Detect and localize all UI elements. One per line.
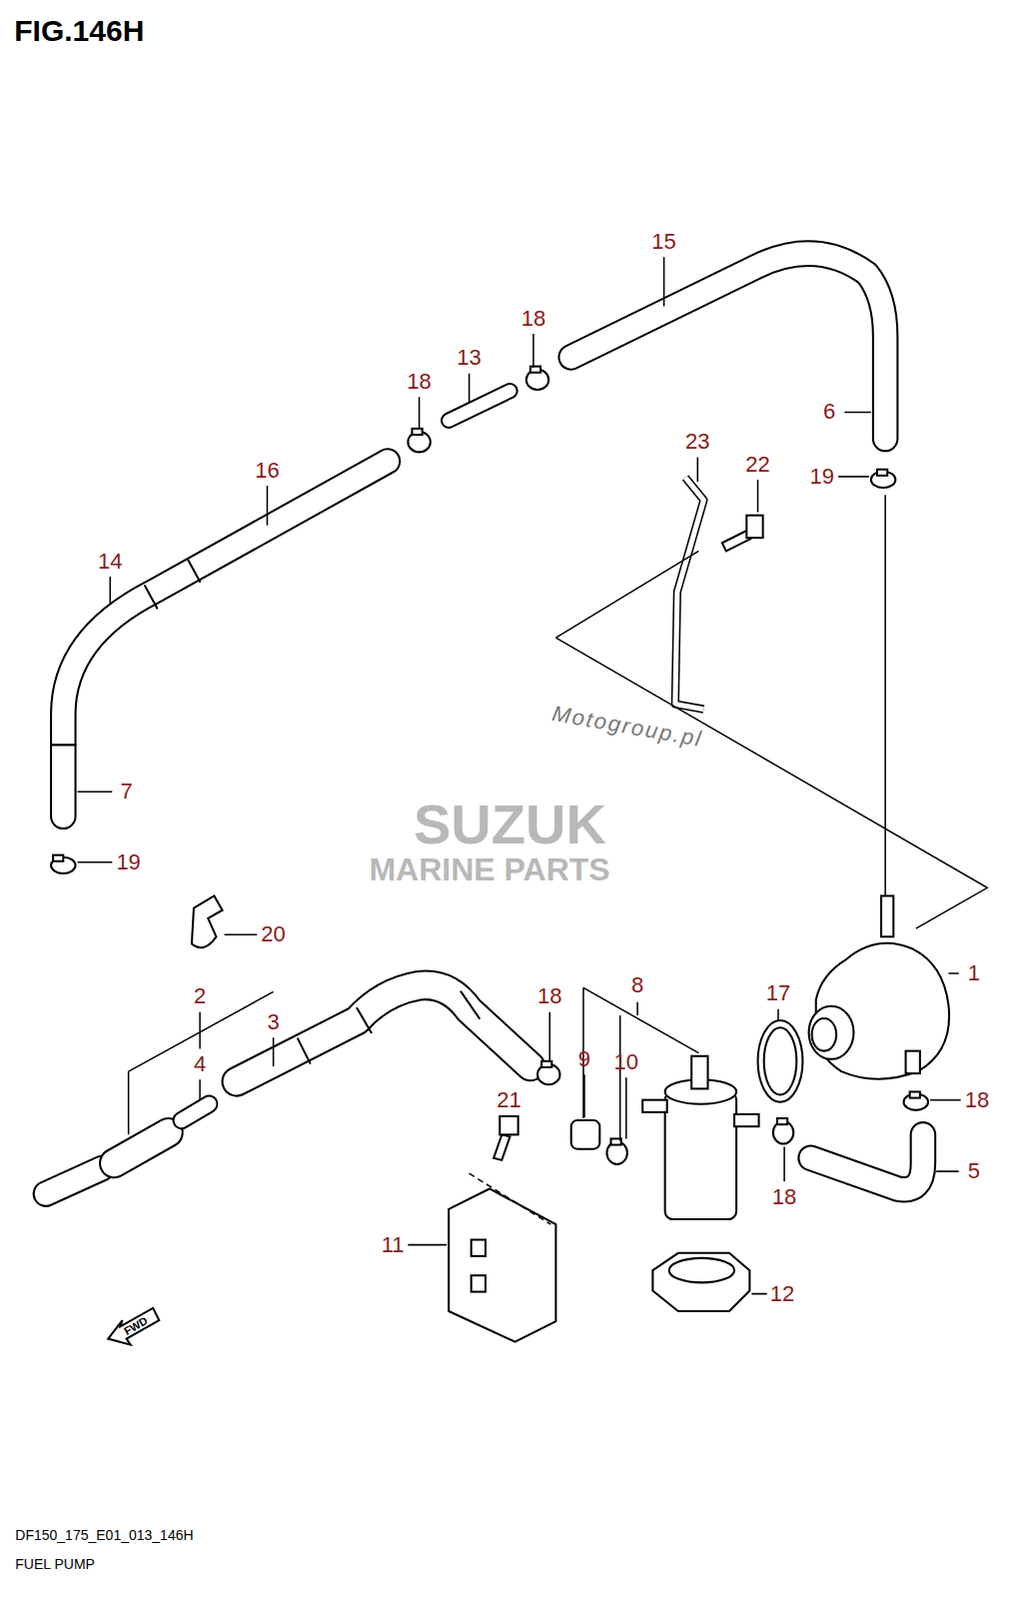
watermark: Motogroup.pl [550, 702, 705, 751]
callout-number: 18 [772, 1185, 797, 1208]
callout-number: 11 [381, 1233, 405, 1256]
callout-number: 16 [254, 459, 279, 482]
callout-number: 12 [770, 1282, 795, 1305]
callout-number: 9 [578, 1047, 591, 1070]
watermark: SUZUK [413, 796, 607, 853]
direction-label: FWD [121, 1314, 149, 1337]
watermark: MARINE PARTS [368, 853, 610, 886]
callout-number: 4 [193, 1052, 206, 1075]
callout-number: 17 [766, 982, 791, 1005]
callout-number: 8 [631, 974, 644, 997]
callout-number: 13 [456, 346, 481, 369]
callout-number: 7 [119, 780, 132, 803]
callout-number: 1 [968, 962, 981, 985]
callout-number: 21 [496, 1088, 521, 1111]
callout-number: 10 [614, 1050, 639, 1073]
callout-number: 5 [968, 1159, 981, 1182]
callout-number: 18 [406, 370, 431, 393]
caption-text: FUEL PUMP [14, 1556, 95, 1571]
callout-number: 15 [651, 230, 676, 253]
callout-number: 19 [115, 851, 140, 874]
drawing-code: DF150_175_E01_013_146H [14, 1527, 193, 1542]
callout-number: 19 [810, 465, 835, 488]
callout-number: 18 [965, 1088, 990, 1111]
callout-number: 23 [685, 430, 710, 453]
callout-number: 22 [745, 453, 770, 476]
callout-number: 6 [823, 400, 836, 423]
callout-number: 14 [97, 550, 122, 573]
callout-number: 20 [260, 923, 285, 946]
figure-title: FIG.146H [13, 15, 144, 46]
callout-number: 18 [537, 985, 562, 1008]
callout-number: 3 [266, 1011, 279, 1033]
callout-number: 2 [193, 985, 206, 1008]
callout-number: 18 [521, 307, 546, 330]
